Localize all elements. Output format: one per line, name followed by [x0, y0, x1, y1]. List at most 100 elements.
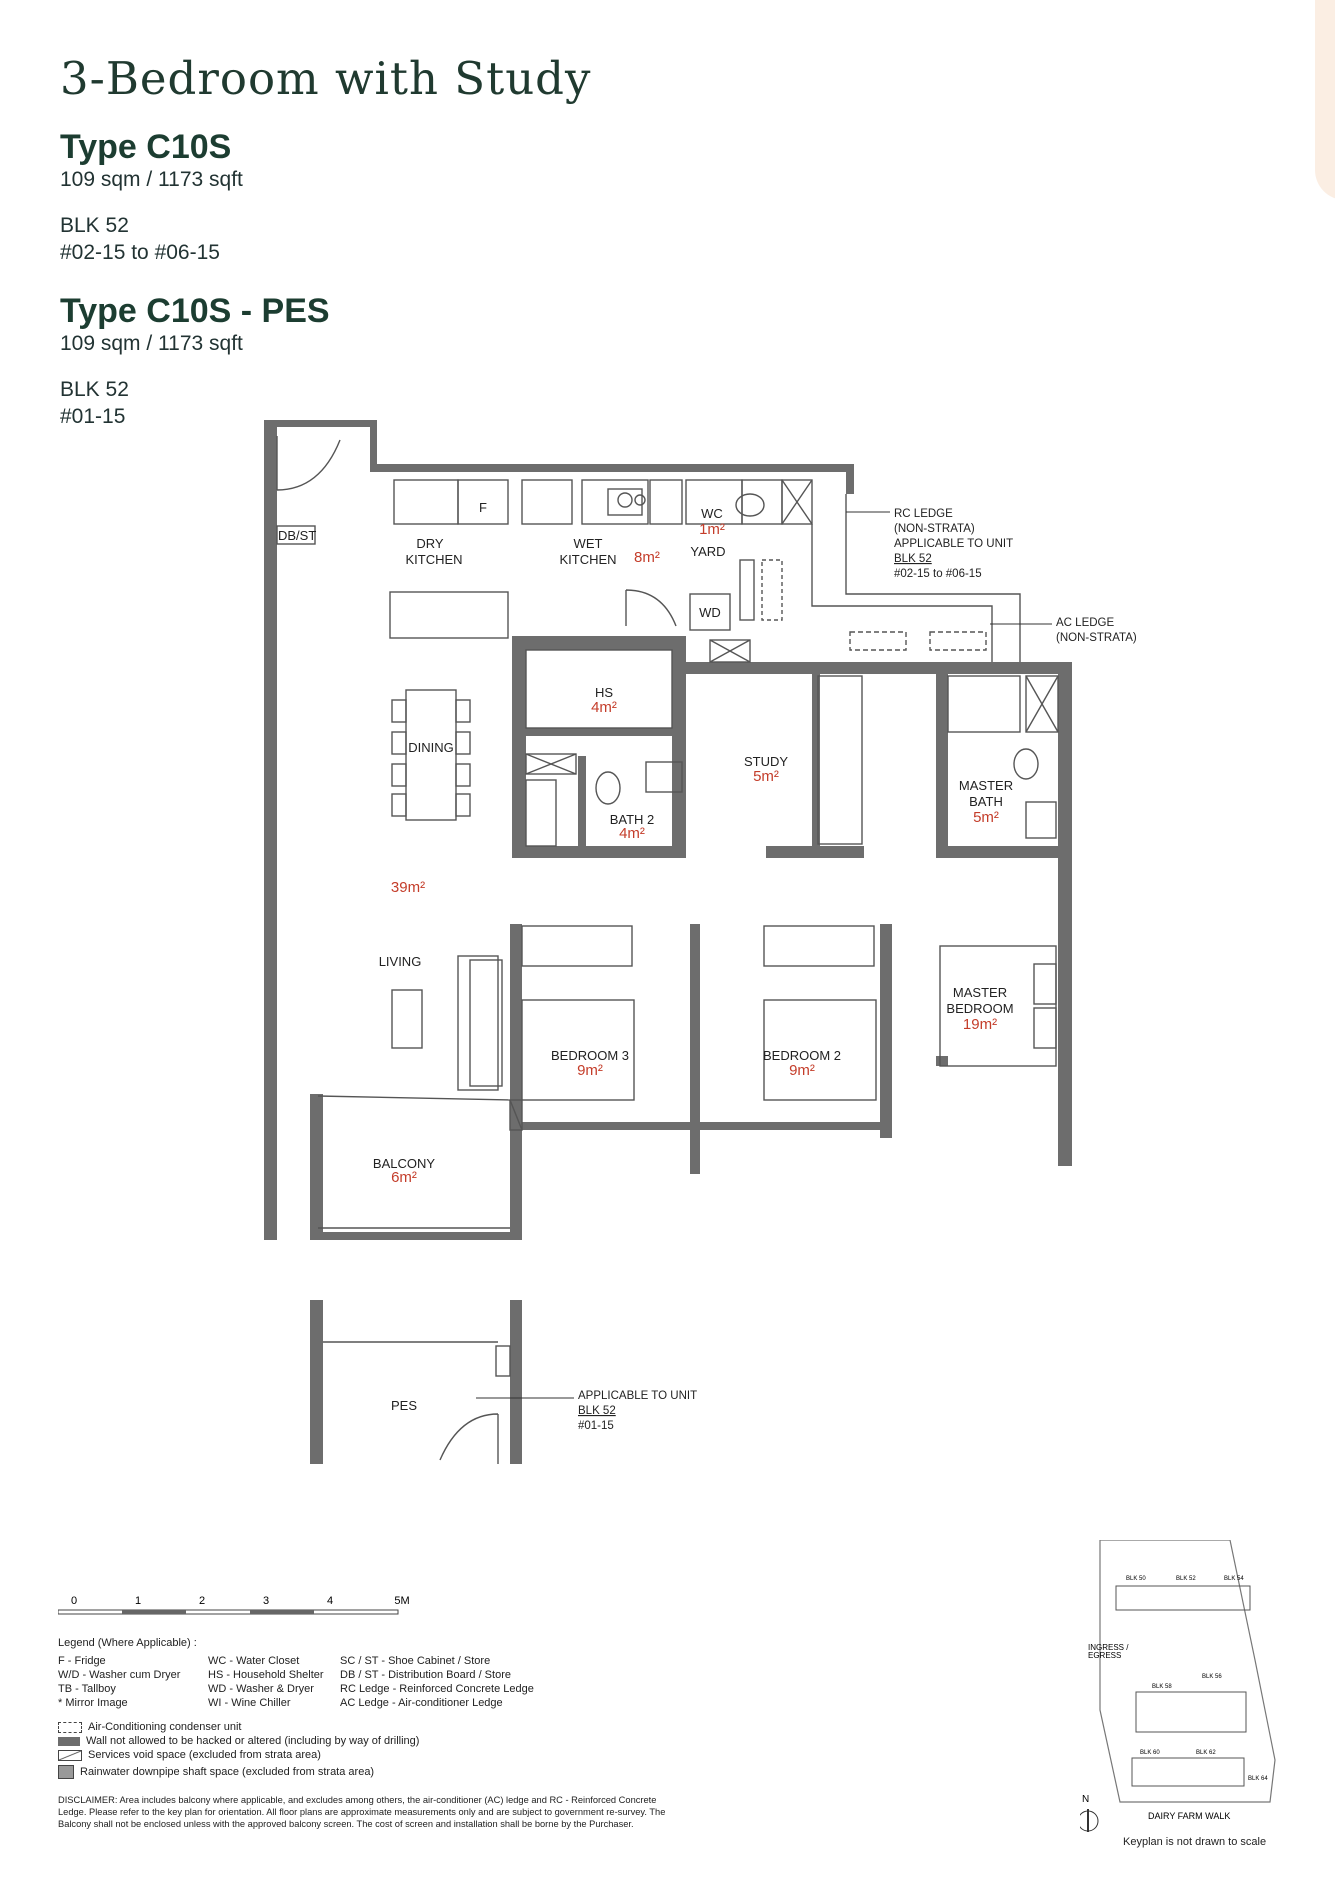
- keyplan-blk58: BLK 58: [1152, 1684, 1172, 1690]
- rc-ledge-label-3: APPLICABLE TO UNIT: [894, 538, 1013, 550]
- study-area: 5m²: [753, 768, 779, 785]
- fridge-label: F: [479, 500, 487, 515]
- master-bedroom-area: 19m²: [963, 1016, 997, 1033]
- legend-item: DB / ST - Distribution Board / Store: [340, 1669, 511, 1681]
- dining-label: DINING: [408, 740, 454, 755]
- scale-tick-0: 0: [71, 1595, 77, 1607]
- keyplan-ingress: INGRESS /: [1088, 1643, 1129, 1652]
- scale-tick-4: 4: [327, 1595, 333, 1607]
- wc-label: WC: [701, 506, 723, 521]
- wet-kitchen-label-2: KITCHEN: [559, 552, 616, 567]
- legend-symbol: Wall not allowed to be hacked or altered…: [86, 1735, 420, 1747]
- legend-item: WI - Wine Chiller: [208, 1697, 291, 1709]
- rc-ledge-label: RC LEDGE: [894, 508, 953, 520]
- legend-symbol: Rainwater downpipe shaft space (excluded…: [80, 1766, 375, 1778]
- wet-kitchen-label: WET: [574, 536, 603, 551]
- unit-block-pes: BLK 52: [60, 378, 129, 401]
- decorative-corner-tab: [1315, 0, 1335, 200]
- dry-kitchen-label-2: KITCHEN: [405, 552, 462, 567]
- keyplan-blk52: BLK 52: [1176, 1576, 1196, 1582]
- services-void-icon: [58, 1749, 82, 1761]
- rc-ledge-label-4: BLK 52: [894, 553, 932, 565]
- structural-walls: [264, 420, 1072, 1464]
- unit-range: #02-15 to #06-15: [60, 241, 220, 264]
- scale-ticks: 0 1 2 3 4 5M: [71, 1595, 410, 1607]
- north-label: N: [1082, 1794, 1089, 1805]
- legend-item: WC - Water Closet: [208, 1655, 300, 1667]
- master-bath-area: 5m²: [973, 809, 999, 826]
- unit-range-pes: #01-15: [60, 405, 126, 428]
- legend-item: W/D - Washer cum Dryer: [58, 1669, 181, 1681]
- keyplan-blk54: BLK 54: [1224, 1576, 1244, 1582]
- dry-kitchen-label: DRY: [416, 536, 444, 551]
- page-title: 3-Bedroom with Study: [60, 52, 592, 105]
- legend-item: * Mirror Image: [58, 1697, 128, 1709]
- balcony-label: BALCONY: [373, 1156, 435, 1171]
- kitchen-area: 8m²: [634, 549, 660, 566]
- pes-note-label-3: #01-15: [578, 1420, 614, 1432]
- bath2-label: BATH 2: [610, 812, 655, 827]
- bedroom3-label: BEDROOM 3: [551, 1048, 629, 1063]
- legend: Legend (Where Applicable) : F - Fridge W…: [58, 1636, 570, 1779]
- bath2-area: 4m²: [619, 825, 645, 842]
- rc-ledge-label-2: (NON-STRATA): [894, 523, 975, 535]
- legend-item: SC / ST - Shoe Cabinet / Store: [340, 1655, 491, 1667]
- pes-label: PES: [391, 1398, 417, 1413]
- balcony-area: 6m²: [391, 1169, 417, 1186]
- ac-ledge-label-2: (NON-STRATA): [1056, 632, 1137, 644]
- legend-item: RC Ledge - Reinforced Concrete Ledge: [340, 1683, 534, 1695]
- legend-symbol: Services void space (excluded from strat…: [88, 1749, 321, 1761]
- db-st-label: DB/ST: [278, 528, 316, 543]
- scale-tick-3: 3: [263, 1595, 269, 1607]
- fixtures: [276, 436, 1059, 1464]
- unit-size-pes: 109 sqm / 1173 sqft: [60, 332, 243, 355]
- keyplan-egress: EGRESS: [1088, 1651, 1121, 1660]
- unit-type-title: Type C10S: [60, 128, 232, 166]
- master-bedroom-label: MASTER: [953, 985, 1007, 1000]
- keyplan-road: DAIRY FARM WALK: [1148, 1811, 1230, 1821]
- keyplan-blk50: BLK 50: [1126, 1576, 1146, 1582]
- bedroom2-label: BEDROOM 2: [763, 1048, 841, 1063]
- downpipe-shaft-icon: [58, 1765, 74, 1779]
- keyplan-note: Keyplan is not drawn to scale: [1123, 1836, 1267, 1848]
- bedroom2-area: 9m²: [789, 1062, 815, 1079]
- study-label: STUDY: [744, 754, 788, 769]
- scale-bar: 0 1 2 3 4 5M: [58, 1595, 410, 1615]
- master-bath-label: MASTER: [959, 778, 1013, 793]
- master-bath-label-2: BATH: [969, 794, 1003, 809]
- legend-item: WD - Washer & Dryer: [208, 1683, 314, 1695]
- living-label: LIVING: [379, 954, 422, 969]
- keyplan-blk60: BLK 60: [1140, 1750, 1160, 1756]
- legend-symbol: Air-Conditioning condenser unit: [88, 1721, 242, 1733]
- ac-unit-icon: [58, 1721, 82, 1733]
- legend-item: F - Fridge: [58, 1655, 106, 1667]
- ac-ledge-label: AC LEDGE: [1056, 617, 1114, 629]
- master-bedroom-label-2: BEDROOM: [946, 1001, 1013, 1016]
- wc-area: 1m²: [699, 521, 725, 538]
- scale-tick-5: 5M: [394, 1595, 409, 1607]
- scale-tick-1: 1: [135, 1595, 141, 1607]
- unit-type-title-pes: Type C10S - PES: [60, 292, 330, 330]
- yard-label: YARD: [690, 544, 725, 559]
- wd-label: WD: [699, 605, 721, 620]
- legend-item: AC Ledge - Air-conditioner Ledge: [340, 1697, 503, 1709]
- unit-size: 109 sqm / 1173 sqft: [60, 168, 243, 191]
- hs-area: 4m²: [591, 699, 617, 716]
- wall-icon: [58, 1736, 80, 1746]
- rc-ledge-label-5: #02-15 to #06-15: [894, 568, 982, 580]
- scale-tick-2: 2: [199, 1595, 205, 1607]
- keyplan-blk62: BLK 62: [1196, 1750, 1216, 1756]
- keyplan-blk56: BLK 56: [1202, 1674, 1222, 1680]
- hs-label: HS: [595, 685, 613, 700]
- keyplan: BLK 50 BLK 52 BLK 54 BLK 56 BLK 58 BLK 6…: [1080, 1540, 1276, 1832]
- pes-note-label: APPLICABLE TO UNIT: [578, 1390, 697, 1402]
- unit-block: BLK 52: [60, 214, 129, 237]
- legend-item: HS - Household Shelter: [208, 1669, 324, 1681]
- bedroom3-area: 9m²: [577, 1062, 603, 1079]
- keyplan-blk64: BLK 64: [1248, 1776, 1268, 1782]
- pes-note-label-2: BLK 52: [578, 1405, 616, 1417]
- disclaimer: DISCLAIMER: Area includes balcony where …: [58, 1795, 666, 1829]
- legend-item: TB - Tallboy: [58, 1683, 116, 1695]
- legend-title: Legend (Where Applicable) :: [58, 1637, 197, 1649]
